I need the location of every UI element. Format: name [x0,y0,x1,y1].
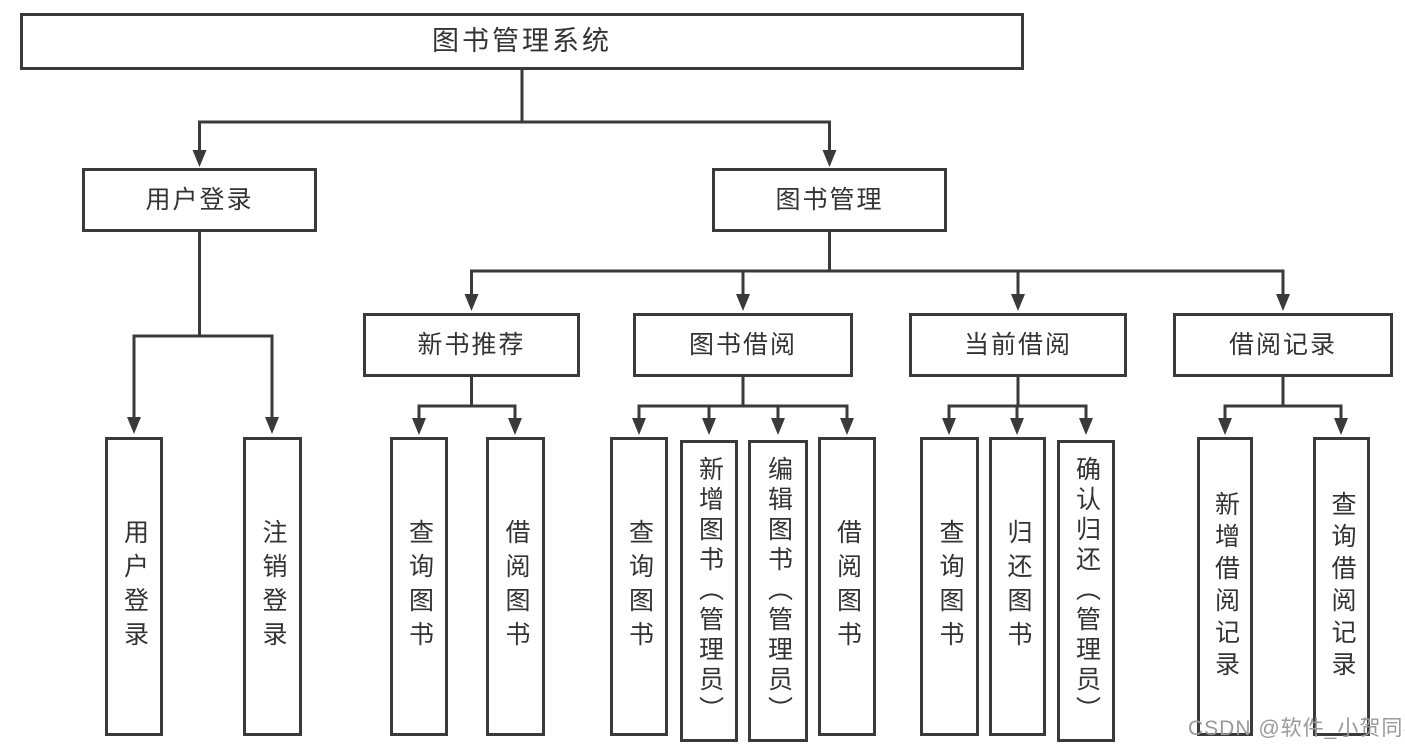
arrowheads [127,150,1348,435]
leaf-edit-books-admin: 编辑图书（管理员） [748,440,808,742]
leaf-user-login: 用户登录 [105,437,163,736]
leaf-newbooks-query-books: 查询图书 [390,437,448,736]
node-root-system: 图书管理系统 [20,13,1024,70]
csdn-watermark: CSDN @软件_小贺同学 [1188,717,1405,740]
node-user-login-branch: 用户登录 [82,168,317,232]
node-new-book-recommend: 新书推荐 [363,313,580,377]
leaf-return-books: 归还图书 [989,437,1046,736]
node-current-borrowing: 当前借阅 [909,313,1127,377]
leaf-confirm-return-admin: 确认归还（管理员） [1057,440,1115,742]
leaf-current-query-books: 查询图书 [920,437,979,736]
node-borrowing-records: 借阅记录 [1173,313,1393,377]
node-book-borrowing: 图书借阅 [633,313,853,377]
leaf-newbooks-borrow-books: 借阅图书 [486,437,545,736]
leaf-borrowing-query-books: 查询图书 [610,437,668,736]
node-book-management-branch: 图书管理 [712,168,947,232]
leaf-logout: 注销登录 [243,437,302,736]
leaf-add-borrow-record: 新增借阅记录 [1197,437,1253,736]
leaf-borrowing-borrow-books: 借阅图书 [818,437,876,736]
leaf-query-borrow-record: 查询借阅记录 [1313,437,1370,736]
leaf-add-books-admin: 新增图书（管理员） [680,440,738,742]
